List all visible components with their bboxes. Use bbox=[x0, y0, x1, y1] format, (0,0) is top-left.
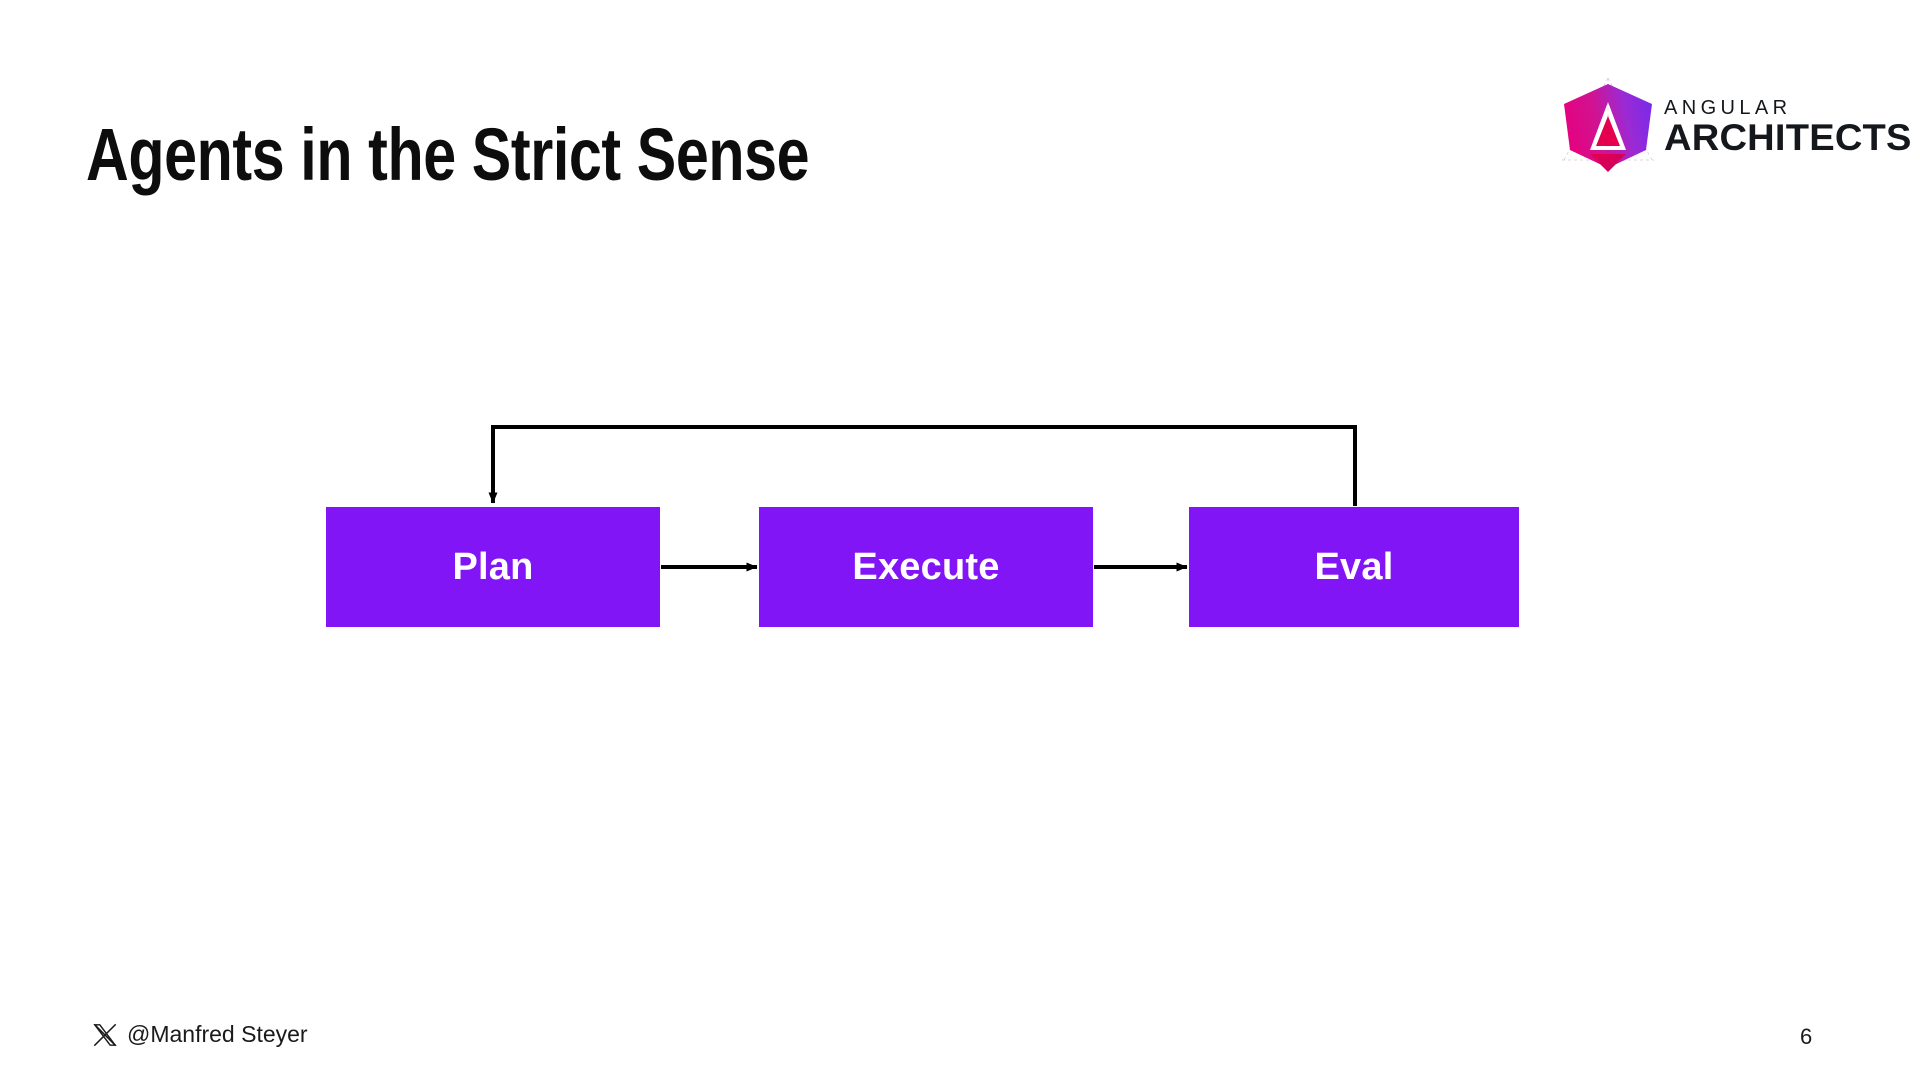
footer-social-handle: @Manfred Steyer bbox=[92, 1021, 308, 1048]
logo-line-architects: ARCHITECTS bbox=[1664, 117, 1912, 158]
logo-wordmark: ANGULAR ARCHITECTS bbox=[1664, 92, 1911, 157]
flow-node-plan-label: Plan bbox=[452, 545, 534, 588]
logo-line-angular: ANGULAR bbox=[1664, 97, 1792, 119]
flow-node-execute-label: Execute bbox=[852, 545, 1000, 588]
edge-eval-to-plan-feedback bbox=[488, 425, 1357, 506]
flow-node-eval[interactable]: Eval bbox=[1189, 507, 1519, 627]
angular-architects-logo: ANGULAR ARCHITECTS bbox=[1560, 68, 1911, 180]
flow-node-execute[interactable]: Execute bbox=[759, 507, 1093, 627]
flow-node-plan[interactable]: Plan bbox=[326, 507, 660, 627]
footer-handle-text: @Manfred Steyer bbox=[127, 1021, 308, 1047]
angular-shield-icon bbox=[1562, 77, 1654, 172]
flow-node-eval-label: Eval bbox=[1314, 545, 1394, 588]
page-title: Agents in the Strict Sense bbox=[86, 113, 810, 196]
x-twitter-icon bbox=[93, 1023, 117, 1046]
page-number: 6 bbox=[1800, 1024, 1813, 1049]
